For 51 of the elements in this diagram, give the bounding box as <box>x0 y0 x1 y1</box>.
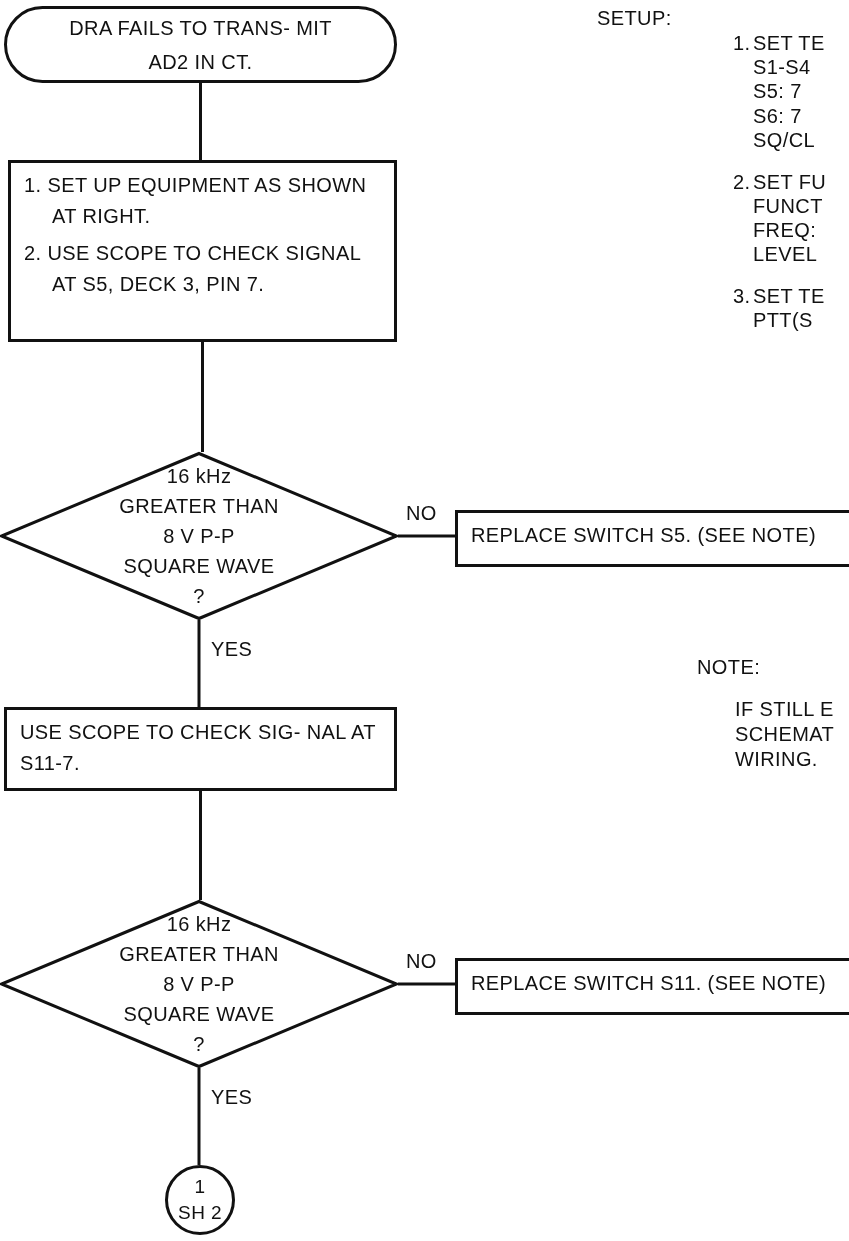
connector-line <box>199 791 202 900</box>
note-text: IF STILL E <box>735 697 834 721</box>
note-text: 3. <box>733 284 751 308</box>
connector-circle <box>165 1165 235 1235</box>
decision-text: 16 kHz <box>166 912 232 937</box>
decision-text: 8 V P-P <box>163 972 235 997</box>
note-text: SCHEMAT <box>735 722 835 746</box>
decision-text: 16 kHz <box>166 464 232 489</box>
step-text: USE SCOPE TO CHECK SIG- NAL AT S11-7. <box>20 720 377 776</box>
decision-text: ? <box>193 584 205 609</box>
note-text: S6: 7 <box>753 104 802 128</box>
note-text: S5: 7 <box>753 79 802 103</box>
note-text: FUNCT <box>753 194 823 218</box>
note-text: WIRING. <box>735 747 818 771</box>
step-text: REPLACE SWITCH S11. (SEE NOTE) <box>471 971 828 996</box>
decision-diamond <box>0 900 398 1068</box>
connector-line <box>197 1068 201 1165</box>
connector-line <box>398 534 455 538</box>
note-text: FREQ: <box>753 218 817 242</box>
process-box <box>8 160 397 342</box>
note-text: PTT(S <box>753 308 813 332</box>
process-box <box>455 510 849 567</box>
terminal-text: DRA FAILS TO TRANS- MIT AD2 IN CT. <box>68 15 333 75</box>
note-text: S1-S4 <box>753 55 811 79</box>
decision-text: GREATER THAN <box>119 942 279 967</box>
decision-diamond <box>0 452 398 620</box>
decision-text: SQUARE WAVE <box>123 554 275 579</box>
note-text: SET TE <box>753 31 825 55</box>
step-text: REPLACE SWITCH S5. (SEE NOTE) <box>471 523 817 548</box>
note-text: 1. <box>733 31 751 55</box>
connector-line <box>398 982 455 986</box>
connector-label: 1 <box>194 1175 206 1199</box>
note-text: SQ/CL <box>753 128 816 152</box>
step-text: 2. USE SCOPE TO CHECK SIGNAL AT S5, DECK 3, PIN 7. <box>24 241 362 297</box>
connector-line <box>199 83 202 160</box>
decision-text: SQUARE WAVE <box>123 1002 275 1027</box>
section-heading: NOTE: <box>697 655 761 679</box>
section-heading: SETUP: <box>597 6 672 30</box>
note-text: LEVEL <box>753 242 818 266</box>
connector-line <box>197 620 201 707</box>
note-text: SET FU <box>753 170 827 194</box>
connector-line <box>201 342 204 452</box>
note-text: 2. <box>733 170 751 194</box>
note-text: SET TE <box>753 284 825 308</box>
process-box <box>4 707 397 791</box>
decision-text: 8 V P-P <box>163 524 235 549</box>
connector-label: SH 2 <box>178 1201 222 1225</box>
decision-text: ? <box>193 1032 205 1057</box>
decision-text: GREATER THAN <box>119 494 279 519</box>
step-text: 1. SET UP EQUIPMENT AS SHOWN AT RIGHT. <box>24 173 368 229</box>
process-box <box>455 958 849 1015</box>
